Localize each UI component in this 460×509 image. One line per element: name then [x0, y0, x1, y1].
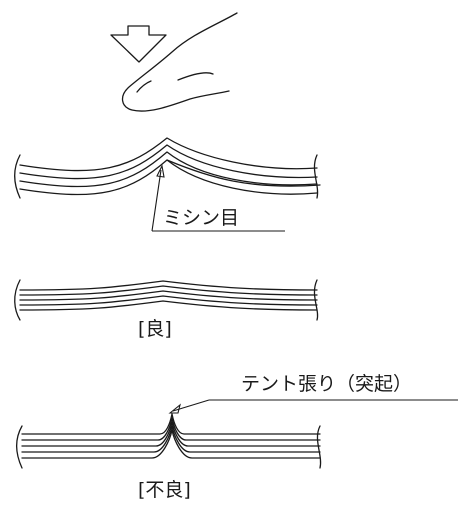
tent-callout: [168, 399, 458, 414]
perforation-callout: ミシン目: [151, 164, 285, 232]
paper-stack-folded: [14, 137, 321, 199]
finger-icon: [121, 12, 238, 112]
good-label: [良]: [138, 318, 172, 340]
tent-label: テント張り（突起）: [241, 373, 412, 395]
bad-label: [不良]: [138, 479, 191, 501]
down-arrow-icon: [110, 25, 167, 63]
paper-stack-bad: [16, 413, 322, 469]
perforation-label: ミシン目: [163, 207, 239, 229]
paper-stack-good: [14, 279, 319, 321]
